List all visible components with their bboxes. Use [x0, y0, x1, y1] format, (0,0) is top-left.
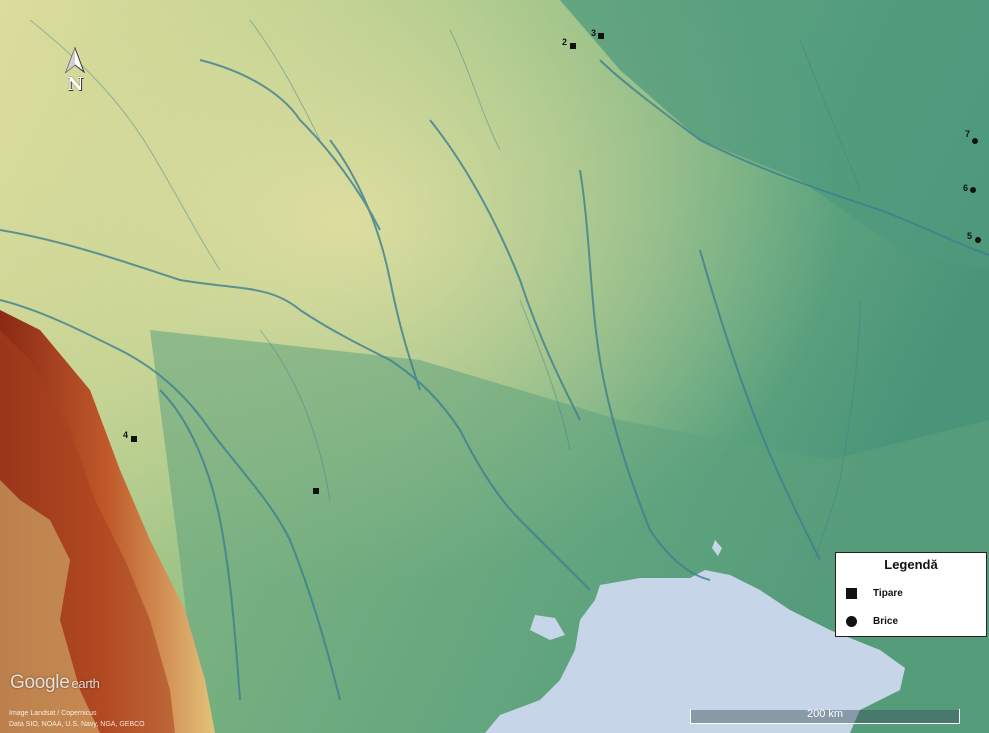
north-arrow: N	[62, 46, 88, 96]
brice-marker-icon	[972, 138, 978, 144]
tipare-marker-icon	[131, 436, 137, 442]
scale-bar-fill	[691, 710, 959, 723]
north-letter: N	[67, 74, 84, 95]
north-arrow-icon	[64, 46, 86, 74]
legend-label: Brice	[873, 615, 899, 627]
legend-label: Tipare	[873, 587, 903, 599]
legend: Legendă Tipare Brice	[835, 552, 987, 637]
tipare-marker-icon	[598, 33, 604, 39]
square-icon	[846, 587, 857, 599]
site-label: 7	[965, 129, 971, 139]
site-label: 2	[562, 37, 568, 47]
circle-icon	[846, 615, 857, 627]
site-label: 5	[967, 231, 973, 241]
scale-bar: 200 km	[690, 708, 960, 724]
logo-main: Google	[10, 672, 70, 693]
logo-sub: earth	[71, 676, 100, 691]
site-label: 3	[591, 28, 597, 38]
brice-marker-icon	[970, 187, 976, 193]
site-label: 6	[963, 183, 969, 193]
tipare-marker-icon	[570, 43, 576, 49]
legend-item-tipare: Tipare	[846, 585, 903, 601]
imagery-credit: Image Landsat / Copernicus	[9, 710, 97, 717]
scale-label: 200 km	[806, 708, 844, 720]
data-credit: Data SIO, NOAA, U.S. Navy, NGA, GEBCO	[9, 721, 145, 728]
brice-marker-icon	[975, 237, 981, 243]
legend-title: Legendă	[884, 557, 938, 572]
tipare-marker-icon	[313, 488, 319, 494]
legend-item-brice: Brice	[846, 613, 898, 629]
site-label: 4	[123, 430, 129, 440]
